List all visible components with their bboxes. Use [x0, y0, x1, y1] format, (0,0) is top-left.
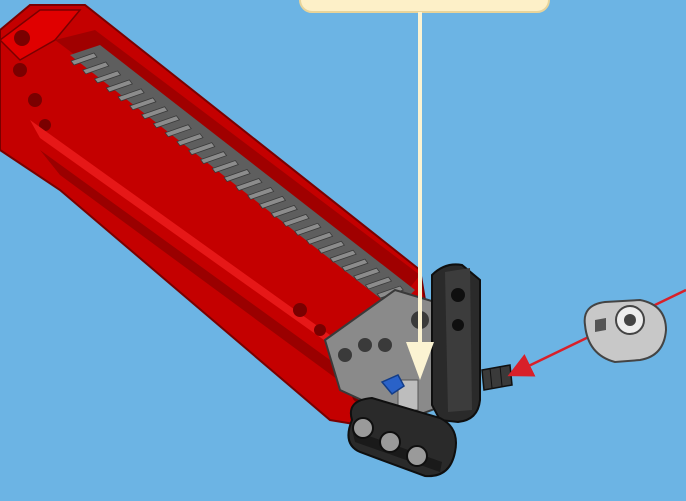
- callout-text: [300, 0, 549, 10]
- axle: [482, 365, 512, 390]
- vertical-liftarm: [432, 264, 480, 422]
- axle-pin-connector: [585, 300, 666, 362]
